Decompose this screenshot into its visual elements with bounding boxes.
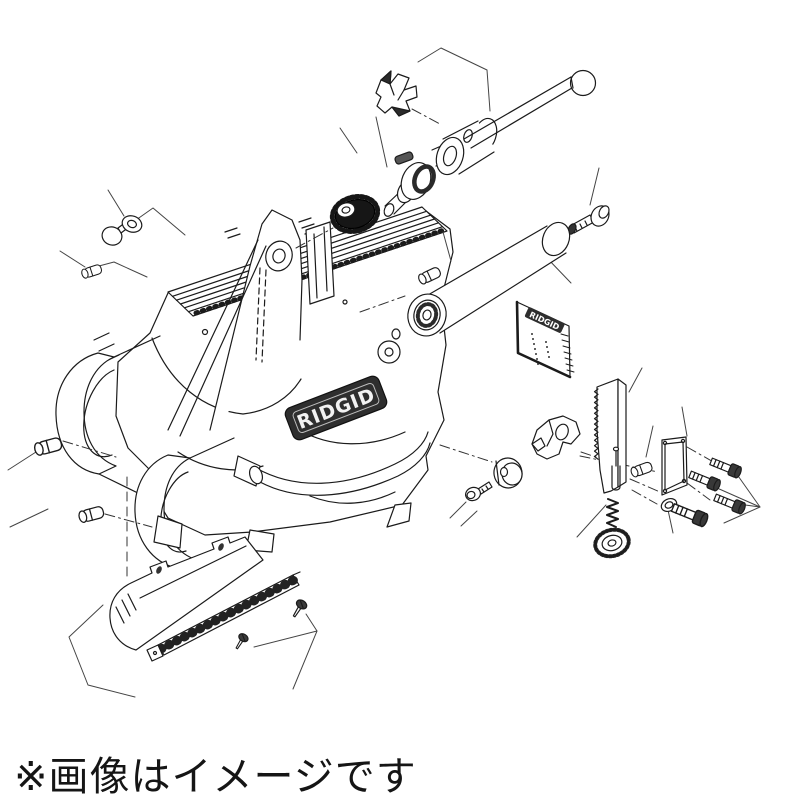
ruler-bar [146, 571, 301, 662]
carry-handle [233, 431, 431, 496]
knurled-wheel [593, 527, 631, 559]
roller-bearing [407, 293, 447, 337]
pin-lower-left [77, 505, 106, 524]
machine-feet [153, 502, 412, 553]
rack-teeth [593, 388, 599, 460]
tray-screw [232, 631, 251, 652]
bolt-icon [708, 455, 744, 480]
bolt-icon [712, 491, 748, 516]
roller-cylinder [427, 221, 571, 334]
machine-body: RIDGID [55, 206, 454, 573]
ruler-ticks [156, 574, 301, 654]
pin-mid-left [32, 436, 64, 457]
cover-plate [661, 436, 688, 496]
image-disclaimer-caption: ※画像はイメージです [14, 754, 417, 800]
pinion-gear [329, 194, 381, 234]
crank-handle [435, 69, 597, 176]
tray-screw [288, 597, 309, 620]
leader-lines [7, 47, 761, 698]
chip-guard-tray [109, 536, 264, 651]
bolt-icon [669, 500, 710, 529]
warning-label-plate: RIDGID [515, 300, 575, 379]
woodruff-key [394, 151, 414, 165]
rack-bar [593, 378, 627, 494]
bolt-icon [687, 468, 723, 493]
cutter-head [531, 415, 581, 460]
feed-bolt [567, 205, 610, 235]
label-fine-print-dots [531, 333, 550, 365]
knob-screw [465, 481, 493, 502]
left-washer [121, 215, 143, 233]
compression-spring [606, 498, 619, 528]
carriage-tower [167, 209, 335, 437]
adjusting-knob [493, 457, 523, 489]
dowel-pin [629, 460, 654, 479]
spider-coupling [375, 70, 418, 117]
crank-ball-grip [569, 69, 597, 97]
